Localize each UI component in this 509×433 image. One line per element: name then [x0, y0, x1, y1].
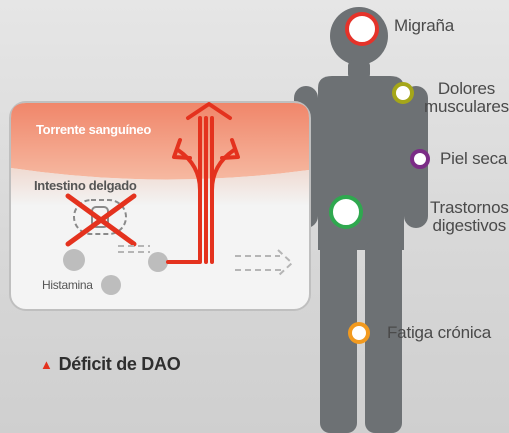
- dolores-ring: [392, 82, 414, 104]
- trastornos-ring: [329, 195, 363, 229]
- histamine-molecules: [63, 249, 168, 295]
- piel-ring: [410, 149, 430, 169]
- small-intestine-label: Intestino delgado: [34, 178, 137, 193]
- symptom-label-migrana: Migraña: [394, 16, 455, 35]
- symptom-label-fatiga: Fatiga crónica: [387, 323, 491, 342]
- symptom-label-trastornos: Trastornos digestivos: [430, 198, 509, 235]
- histamine-label: Histamina: [42, 278, 93, 292]
- legend-marker-icon: ▲: [40, 357, 53, 372]
- bloodstream-label: Torrente sanguíneo: [36, 122, 151, 137]
- absorption-arrows: [166, 102, 240, 264]
- legend-text: Déficit de DAO: [58, 354, 181, 374]
- legend: ▲ Déficit de DAO: [40, 354, 181, 375]
- migrana-ring: [345, 12, 379, 46]
- symptom-label-dolores: Dolores musculares: [424, 79, 509, 116]
- dashed-flow: [118, 245, 294, 277]
- fatiga-ring: [348, 322, 370, 344]
- human-silhouette: [294, 7, 428, 433]
- crossed-dao: [65, 193, 137, 247]
- symptom-label-piel: Piel seca: [440, 149, 508, 168]
- symptom-rings: [329, 12, 430, 344]
